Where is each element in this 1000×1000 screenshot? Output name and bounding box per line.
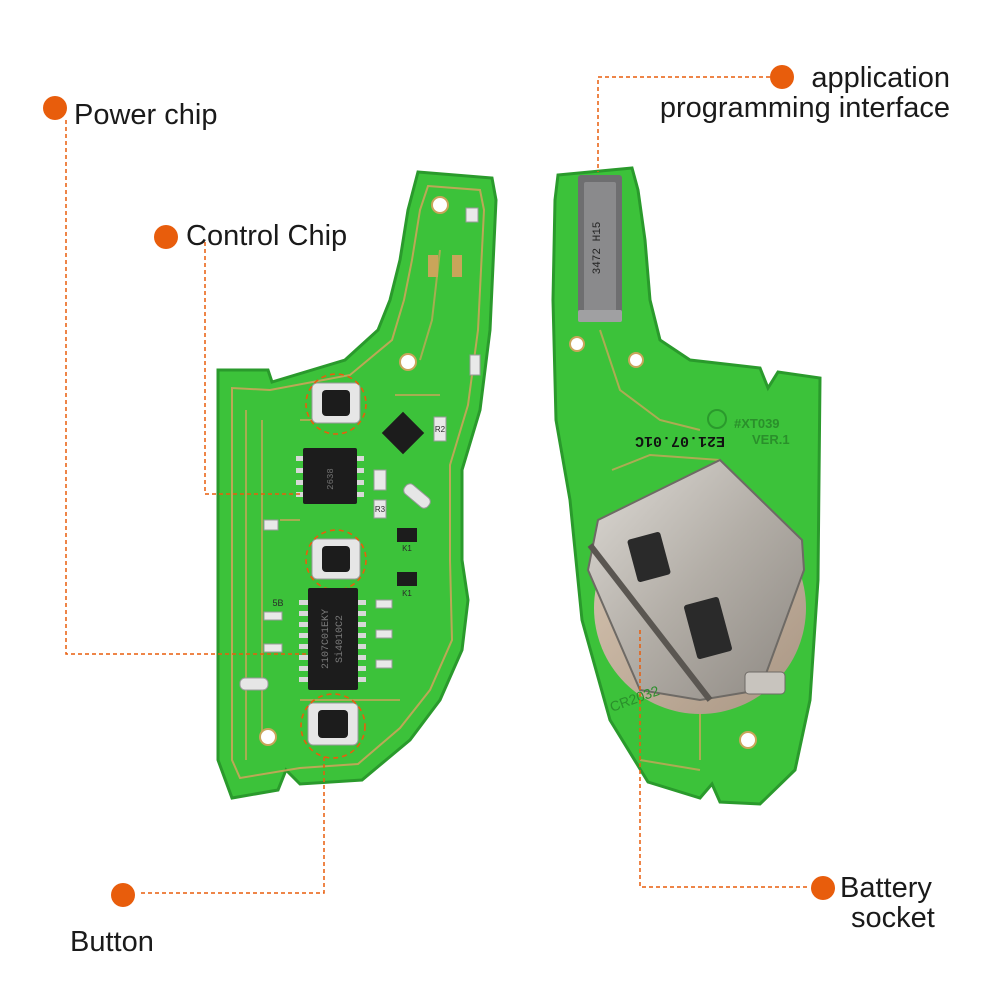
front-pad: [465, 207, 479, 223]
callout-label-battery-line1: Battery: [840, 872, 932, 904]
power-chip-marking: 2638: [326, 468, 336, 490]
button-highlight-ring: [305, 373, 367, 435]
callout-dot-button: [111, 883, 135, 907]
front-pad: [403, 483, 431, 509]
leader-battery: [639, 630, 810, 888]
leader-api: [597, 76, 770, 172]
back-pcb: 3472 H15 #XT039 VER.1 E21.07.01C CR2032: [551, 166, 822, 806]
leader-button: [140, 757, 325, 894]
front-hole: [431, 196, 449, 214]
control-chip-marking-2: 2107C01EKY: [321, 609, 332, 669]
power-chip: 2638: [296, 448, 364, 504]
tact-button: [311, 538, 361, 580]
control-chip: Si4010C2 2107C01EKY: [299, 588, 366, 690]
battery-socket: CR2032: [586, 458, 806, 715]
callout-label-api-line1: application: [811, 62, 950, 94]
tact-button: [307, 702, 359, 746]
callout-label-control-chip: Control Chip: [186, 220, 348, 252]
back-hole: [628, 352, 644, 368]
front-hole: [259, 728, 277, 746]
tact-button: [311, 382, 361, 424]
board-version: VER.1: [752, 432, 790, 447]
part-label-k1: K1: [402, 544, 412, 553]
back-hole: [739, 731, 757, 749]
part-label-r2: R2: [435, 425, 446, 434]
part-label-5b: 5B: [272, 598, 283, 608]
button-highlight-ring: [300, 693, 366, 759]
connector-marking: 3472 H15: [592, 222, 604, 275]
control-chip-marking-1: Si4010C2: [334, 615, 346, 663]
front-component: [397, 528, 417, 542]
callout-dot-power-chip: [43, 96, 67, 120]
front-passives: [263, 519, 393, 669]
front-pad: [428, 255, 438, 277]
part-label-r3: R3: [375, 505, 386, 514]
brand-logo-icon: [707, 409, 727, 429]
callout-leaders: [65, 76, 810, 894]
callout-label-button: Button: [70, 926, 154, 958]
date-code: E21.07.01C: [635, 432, 725, 449]
front-pad: [239, 677, 269, 691]
callout-label-api-line2: programming interface: [659, 92, 950, 124]
front-component: [381, 411, 425, 455]
board-model: #XT039: [734, 416, 780, 431]
callout-label-power-chip: Power chip: [74, 99, 218, 131]
front-component: [397, 572, 417, 586]
front-component: [433, 416, 447, 442]
leader-control-chip: [204, 242, 300, 495]
callout-label-battery-line2: socket: [851, 902, 935, 934]
callout-dot-control-chip: [154, 225, 178, 249]
front-pcb: 2638 R2 R3 K1 K1 5B: [216, 170, 498, 800]
callout-dot-api: [770, 65, 794, 89]
front-component: [373, 499, 387, 519]
front-pad: [469, 354, 481, 376]
back-pcb-trace: [599, 329, 721, 771]
front-pad: [452, 255, 462, 277]
callout-dots: [43, 65, 835, 907]
front-hole: [399, 353, 417, 371]
part-label-k1: K1: [402, 589, 412, 598]
callout-dot-battery: [811, 876, 835, 900]
front-component: [373, 469, 387, 491]
leader-power-chip: [65, 120, 306, 655]
back-hole: [569, 336, 585, 352]
programming-connector: 3472 H15: [578, 175, 622, 322]
